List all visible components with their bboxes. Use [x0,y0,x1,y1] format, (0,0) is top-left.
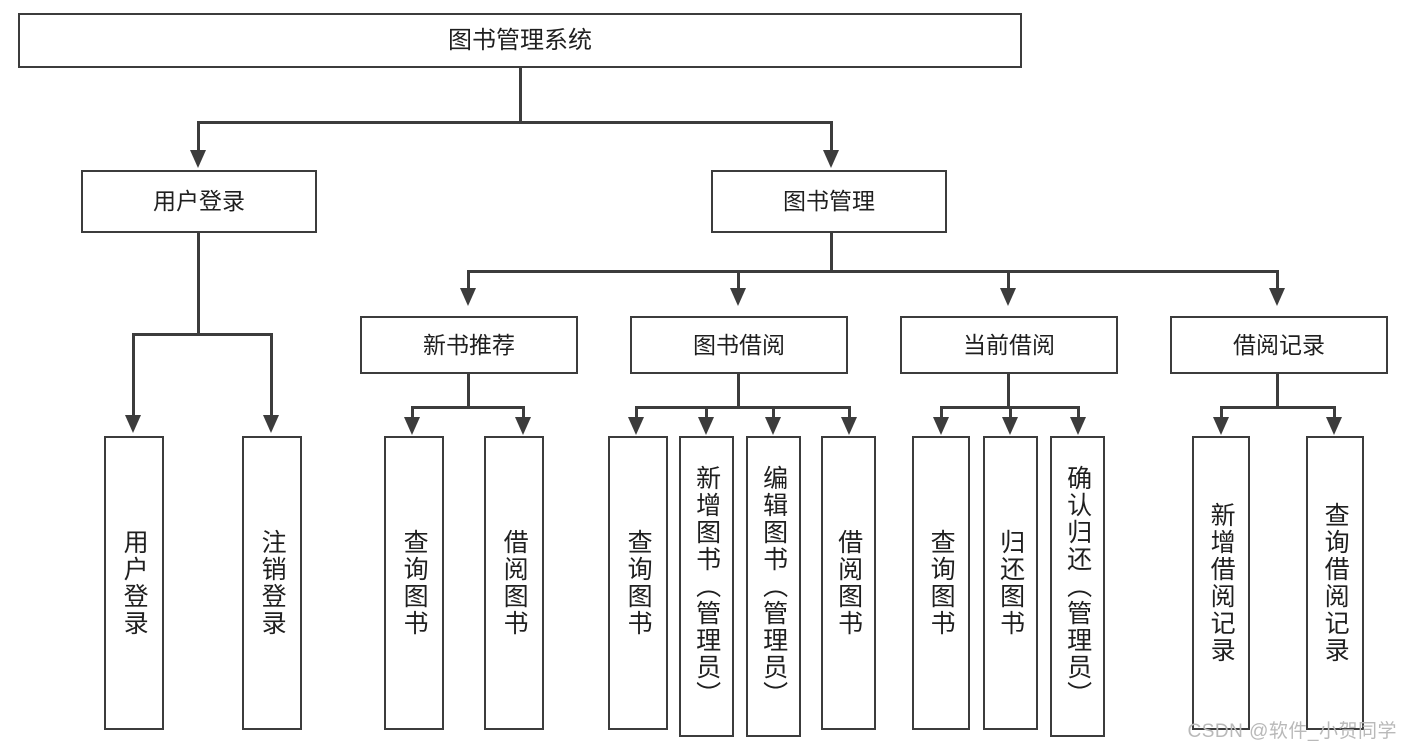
node-label: 图书管理 [783,188,875,215]
arrowhead-borrow-to-leaf1 [628,417,644,435]
leaf-query-borrow-record[interactable]: 查询借阅记录 [1306,436,1364,730]
connector-borrow-to-leaf3 [772,406,775,420]
connector-root-to-bookmgmt [830,121,833,153]
leaf-borrow-book-newbook[interactable]: 借阅图书 [484,436,544,730]
node-label: 图书管理系统 [448,26,592,54]
connector-newbook-bar [411,406,525,409]
connector-bookmgmt-stem [830,233,833,272]
node-label: 查询借阅记录 [1321,502,1350,664]
connector-root-stem [519,68,522,123]
leaf-query-book-current[interactable]: 查询图书 [912,436,970,730]
csdn-watermark: CSDN @软件_小贺同学 [1187,721,1397,742]
node-label: 新增图书（管理员） [692,465,721,708]
connector-record-to-leaf2 [1333,406,1336,420]
arrowhead-login-to-leaf1 [125,415,141,433]
node-label: 编辑图书（管理员） [759,465,788,708]
arrowhead-record-to-leaf1 [1213,417,1229,435]
leaf-add-borrow-record[interactable]: 新增借阅记录 [1192,436,1250,730]
node-label: 新书推荐 [423,331,515,358]
connector-borrow-to-leaf2 [705,406,708,420]
node-label: 借阅图书 [834,529,863,637]
node-label: 注销登录 [258,529,287,637]
node-label: 查询图书 [624,529,653,637]
arrowhead-current-to-leaf2 [1002,417,1018,435]
arrowhead-newbook-to-leaf2 [515,417,531,435]
node-label: 图书借阅 [693,331,785,358]
arrowhead-borrow-to-leaf4 [841,417,857,435]
connector-record-bar [1220,406,1336,409]
connector-login-bar [132,333,273,336]
arrowhead-bookmgmt-to-borrow [730,288,746,306]
leaf-return-book[interactable]: 归还图书 [983,436,1038,730]
connector-borrow-to-leaf4 [848,406,851,420]
connector-root-bar [197,121,833,124]
node-label: 归还图书 [996,529,1025,637]
node-label: 借阅图书 [500,529,529,637]
connector-current-to-leaf2 [1009,406,1012,420]
leaf-logout[interactable]: 注销登录 [242,436,302,730]
leaf-borrow-book-borrow[interactable]: 借阅图书 [821,436,876,730]
connector-borrow-to-leaf1 [635,406,638,420]
connector-login-to-leaf2 [270,333,273,418]
node-label: 查询图书 [927,529,956,637]
node-user-login[interactable]: 用户登录 [81,170,317,233]
connector-current-to-leaf3 [1077,406,1080,420]
arrowhead-root-to-bookmgmt [823,150,839,168]
leaf-edit-book-admin[interactable]: 编辑图书（管理员） [746,436,801,737]
arrowhead-borrow-to-leaf2 [698,417,714,435]
connector-bookmgmt-to-borrow [737,270,740,290]
arrowhead-bookmgmt-to-current [1000,288,1016,306]
connector-bookmgmt-bar [467,270,1279,273]
leaf-query-book-borrow[interactable]: 查询图书 [608,436,668,730]
node-new-book-recommend[interactable]: 新书推荐 [360,316,578,374]
node-label: 查询图书 [400,529,429,637]
leaf-add-book-admin[interactable]: 新增图书（管理员） [679,436,734,737]
connector-login-to-leaf1 [132,333,135,418]
connector-record-stem [1276,374,1279,408]
connector-login-stem [197,233,200,335]
arrowhead-current-to-leaf1 [933,417,949,435]
connector-current-to-leaf1 [940,406,943,420]
arrowhead-bookmgmt-to-newbook [460,288,476,306]
leaf-user-login[interactable]: 用户登录 [104,436,164,730]
connector-bookmgmt-to-record [1276,270,1279,290]
node-label: 新增借阅记录 [1207,502,1236,664]
connector-borrow-stem [737,374,740,408]
leaf-query-book-newbook[interactable]: 查询图书 [384,436,444,730]
arrowhead-root-to-login [190,150,206,168]
leaf-confirm-return-admin[interactable]: 确认归还（管理员） [1050,436,1105,737]
connector-newbook-stem [467,374,470,408]
node-current-borrow[interactable]: 当前借阅 [900,316,1118,374]
arrowhead-current-to-leaf3 [1070,417,1086,435]
node-book-borrow[interactable]: 图书借阅 [630,316,848,374]
connector-current-stem [1007,374,1010,408]
node-label: 当前借阅 [963,331,1055,358]
node-label: 用户登录 [120,529,149,637]
connector-record-to-leaf1 [1220,406,1223,420]
connector-root-to-login [197,121,200,153]
node-root-system[interactable]: 图书管理系统 [18,13,1022,68]
node-borrow-record[interactable]: 借阅记录 [1170,316,1388,374]
node-label: 确认归还（管理员） [1063,465,1092,708]
arrowhead-record-to-leaf2 [1326,417,1342,435]
connector-bookmgmt-to-current [1007,270,1010,290]
connector-borrow-bar [635,406,851,409]
arrowhead-newbook-to-leaf1 [404,417,420,435]
arrowhead-borrow-to-leaf3 [765,417,781,435]
connector-newbook-to-leaf1 [411,406,414,420]
arrowhead-login-to-leaf2 [263,415,279,433]
arrowhead-bookmgmt-to-record [1269,288,1285,306]
node-label: 用户登录 [153,188,245,215]
node-label: 借阅记录 [1233,331,1325,358]
connector-newbook-to-leaf2 [522,406,525,420]
connector-bookmgmt-to-newbook [467,270,470,290]
node-book-management[interactable]: 图书管理 [711,170,947,233]
